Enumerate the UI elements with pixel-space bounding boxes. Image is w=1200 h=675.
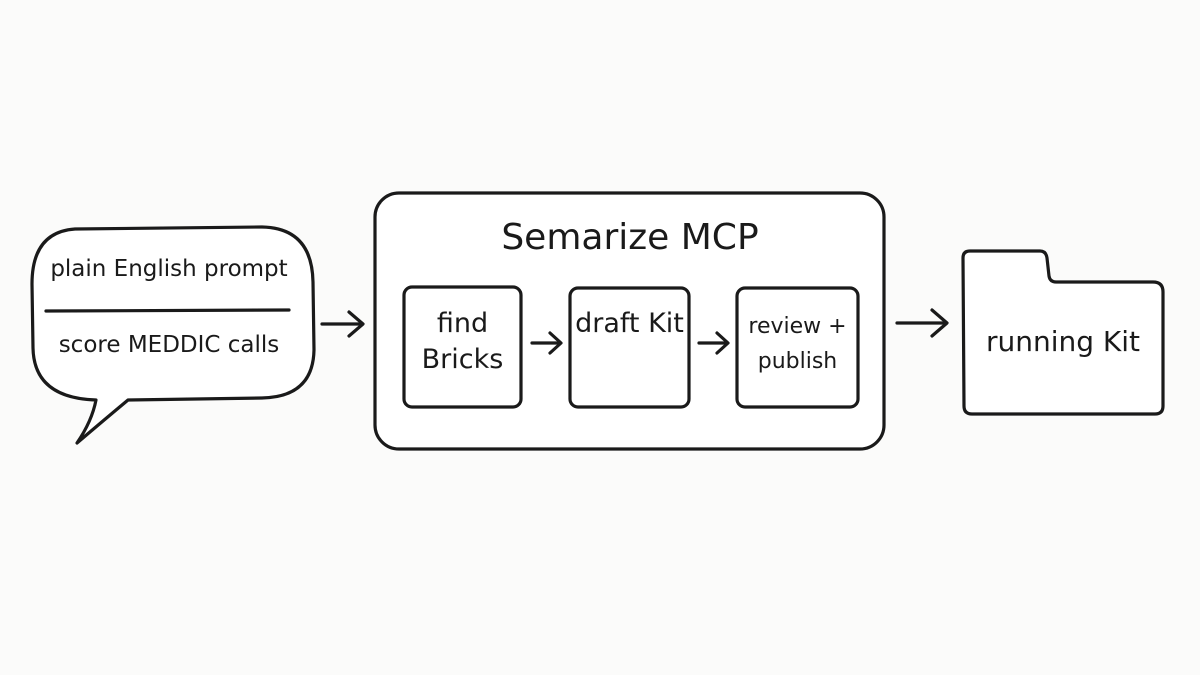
step-review-publish: review + publish	[748, 314, 847, 375]
arrow-mcp-to-output	[895, 308, 949, 338]
step-box-review-publish	[735, 286, 860, 409]
example-prompt-label: score MEDDIC calls	[58, 332, 280, 358]
step-box-find-bricks	[402, 285, 523, 409]
prompt-label: plain English prompt	[50, 256, 288, 282]
folder-icon	[961, 249, 1165, 416]
step-find-bricks: find Bricks	[421, 308, 504, 376]
step-draft-kit: draft Kit	[575, 308, 684, 339]
mcp-title: Semarize MCP	[501, 217, 759, 258]
bubble-divider	[44, 308, 291, 313]
arrow-find-to-draft	[530, 331, 563, 355]
arrow-input-to-mcp	[320, 310, 365, 338]
mcp-container	[373, 191, 886, 451]
step-box-draft-kit	[568, 286, 691, 409]
arrow-draft-to-review	[697, 331, 730, 355]
output-label: running Kit	[985, 325, 1141, 358]
speech-bubble-icon	[30, 225, 316, 445]
